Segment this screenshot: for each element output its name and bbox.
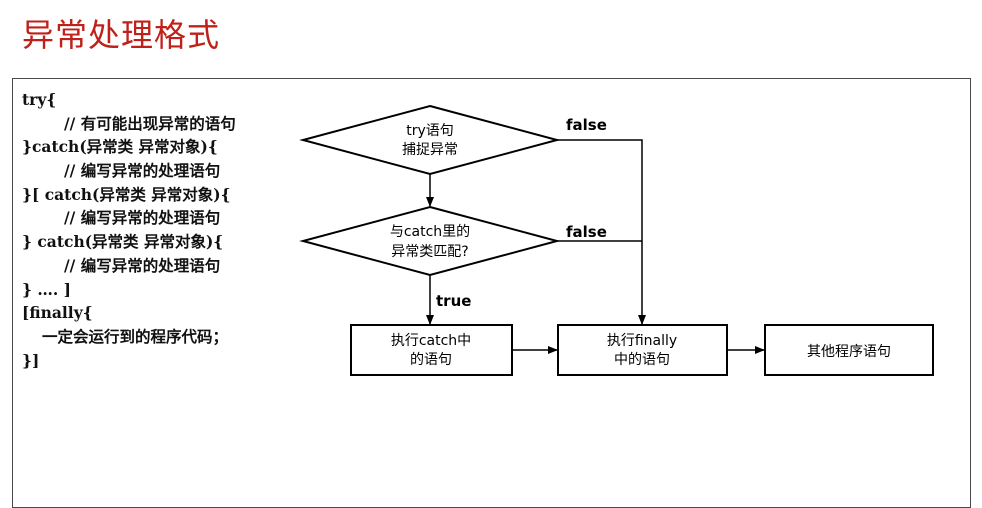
decision-match-line1: 与catch里的 [390,224,470,240]
code-block: try{ // 有可能出现异常的语句 }catch(异常类 异常对象){ // … [22,88,302,372]
box-finally-line1: 执行finally [607,333,677,349]
code-line-catch: } catch(异常类 异常对象){ [22,232,224,252]
label-true-match: true [436,292,471,310]
box-other: 其他程序语句 [764,324,934,376]
box-catch-line2: 的语句 [410,352,452,368]
code-line-end: }] [22,350,40,370]
label-false-try: false [566,116,607,134]
decision-try-line1: try语句 [406,123,454,139]
box-catch-line1: 执行catch中 [391,333,471,349]
code-line-ellipsis: } …. ] [22,279,71,299]
arrow-try-false-to-finally [557,139,646,325]
decision-try: try语句 捕捉异常 [299,104,561,176]
box-finally: 执行finally 中的语句 [557,324,728,376]
code-line-finally: [finally{ [22,303,93,323]
code-line-comment: // 有可能出现异常的语句 [64,113,236,133]
decision-match-line2: 异常类匹配? [391,244,468,260]
decision-match: 与catch里的 异常类匹配? [299,205,561,277]
code-line-comment: // 编写异常的处理语句 [64,208,221,228]
box-other-line1: 其他程序语句 [807,344,891,360]
decision-try-line2: 捕捉异常 [402,142,458,158]
page-title: 异常处理格式 [22,16,221,54]
code-line-catch-optional: }[ catch(异常类 异常对象){ [22,184,231,204]
code-line-comment: // 编写异常的处理语句 [64,161,221,181]
code-line-comment: // 编写异常的处理语句 [64,255,221,275]
box-catch: 执行catch中 的语句 [350,324,513,376]
code-line-try: try{ [22,90,57,109]
code-line-finally-body: 一定会运行到的程序代码； [42,326,229,346]
label-false-match: false [566,223,607,241]
box-finally-line2: 中的语句 [614,352,670,368]
code-line-catch: }catch(异常类 异常对象){ [22,137,218,157]
